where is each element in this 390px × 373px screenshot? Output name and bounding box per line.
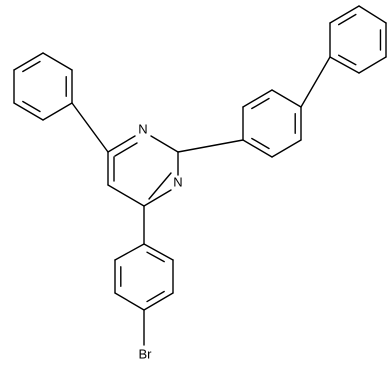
biphenyl-outer-ring-double-bond (337, 54, 357, 66)
biphenyl-outer-ring-double-bond (337, 13, 357, 26)
biphenyl-inner-ring-bond (271, 139, 302, 158)
biphenyl-inner-ring-bond (242, 89, 273, 108)
biphenyl-link-bond (177, 139, 244, 153)
phenyl-ring-double-bond (22, 100, 41, 113)
bromophenyl-ring-double-bond (146, 290, 165, 303)
bond-lines (13, 5, 387, 346)
phenyl-ring-double-bond (22, 60, 41, 73)
pyrimidine-bond (107, 135, 136, 153)
phenyl-ring-bond (42, 52, 73, 71)
bromine-atom: Br (139, 346, 153, 361)
pyrimidine-double-bond (114, 142, 138, 157)
biphenyl-outer-ring-bond (329, 5, 360, 24)
phenyl-ring-bond (13, 102, 44, 121)
biphenyl-outer-ring-bond (358, 5, 387, 24)
biphenyl-inner-ring-bond (242, 139, 273, 158)
biphenyl-internal-bond (300, 56, 331, 108)
phenyl-ring-bond (42, 102, 73, 121)
biphenyl-inner-ring-double-bond (251, 97, 270, 110)
bromophenyl-ring-bond (114, 292, 145, 311)
pyrimidine-bond (107, 184, 145, 207)
biphenyl-outer-ring-bond (358, 56, 387, 74)
biphenyl-inner-ring-double-bond (251, 137, 270, 150)
pyrimidine-bond (143, 189, 172, 207)
bromophenyl-ring-bond (143, 243, 174, 261)
bromophenyl-ring-double-bond (146, 251, 165, 263)
nitrogen-atom-top: N (138, 121, 147, 136)
atom-labels: N N Br (138, 121, 182, 361)
bromophenyl-ring-bond (114, 243, 145, 261)
nitrogen-atom-right: N (173, 174, 182, 189)
biphenyl-outer-ring-bond (329, 56, 360, 74)
phenyl-ring-bond (13, 52, 44, 71)
bromophenyl-ring-bond (143, 292, 174, 311)
biphenyl-inner-ring-bond (271, 89, 302, 108)
pyrimidine-bond (150, 135, 179, 153)
pyrimidine-double-bond (148, 172, 172, 200)
phenyl-link-bond (71, 102, 109, 153)
